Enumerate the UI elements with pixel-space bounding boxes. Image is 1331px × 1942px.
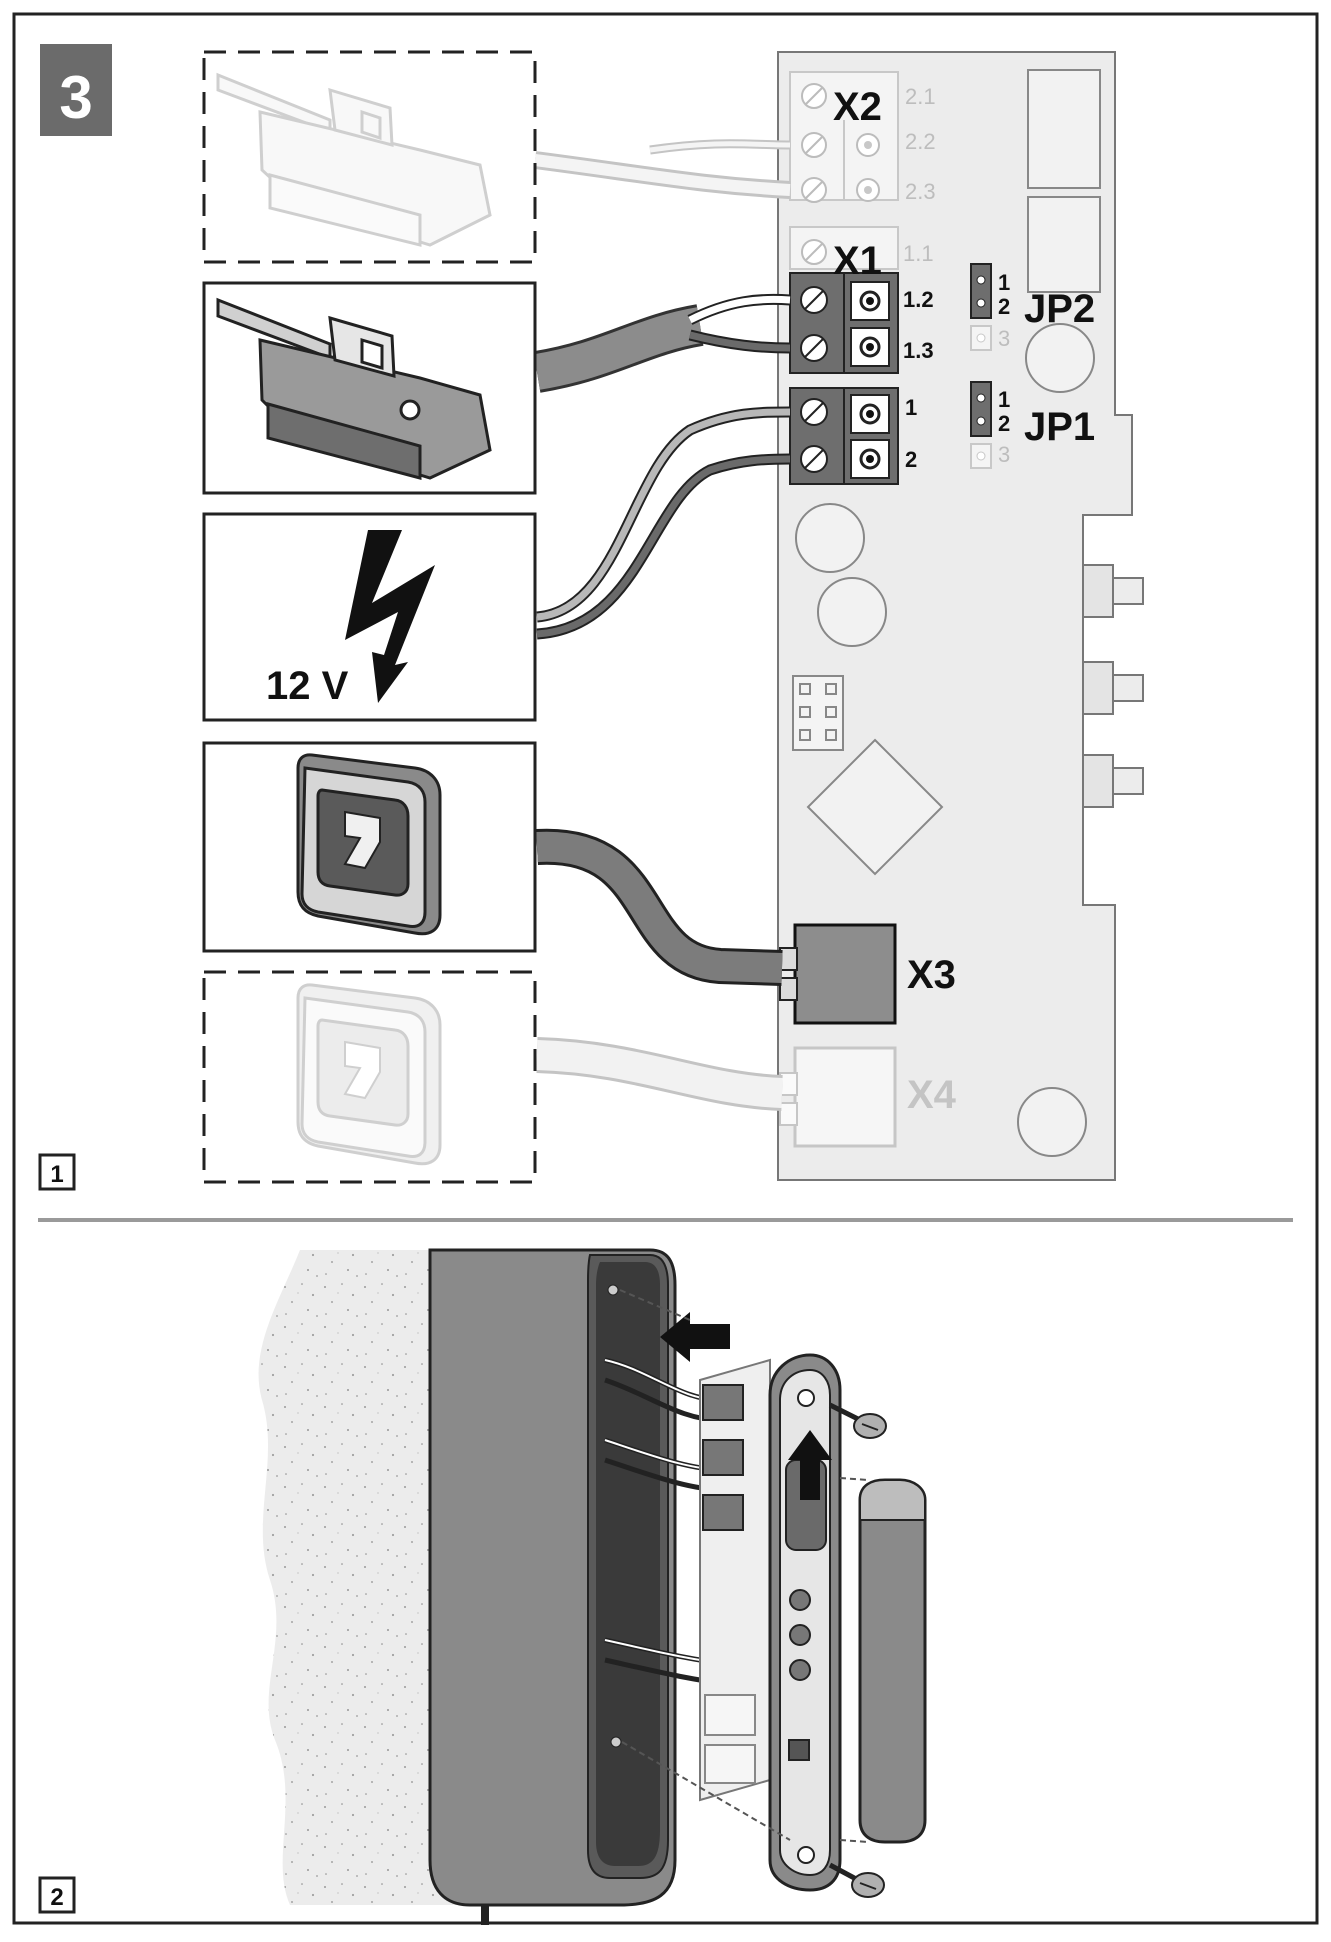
x1-pin-label: 1.1 xyxy=(903,241,934,266)
side-switch xyxy=(1082,564,1114,618)
cables xyxy=(533,139,791,1111)
lightning-icon xyxy=(345,530,435,703)
jp1-pin-label: 1 xyxy=(998,387,1010,412)
installation-illustration xyxy=(258,1248,927,1925)
capacitor xyxy=(1017,1087,1087,1157)
device-box-motor xyxy=(202,281,537,495)
terminal-x2: X2 2.1 2.2 2.3 xyxy=(789,71,936,204)
x1-pin-label: 1.2 xyxy=(903,287,934,312)
cover-cap xyxy=(858,1478,927,1844)
jp1-pin-label: 3 xyxy=(998,442,1010,467)
arrow-left-icon xyxy=(660,1312,730,1362)
figure-number-badge: 3 xyxy=(40,44,112,136)
x3-label: X3 xyxy=(907,953,956,997)
panel-number-2: 2 xyxy=(38,1876,76,1914)
x2-pin-label: 2.3 xyxy=(905,179,936,204)
device-box-fingerprint-reader-optional xyxy=(202,970,537,1184)
panel-top-number: 1 xyxy=(50,1161,63,1188)
figure-number: 3 xyxy=(59,64,92,131)
power-pin-label: 1 xyxy=(905,395,917,420)
x2-pin-label: 2.2 xyxy=(905,129,936,154)
panel-bottom-number: 2 xyxy=(50,1884,63,1911)
panel-number-1: 1 xyxy=(38,1153,76,1191)
connector-x3: X3 xyxy=(779,923,956,1025)
x4-label: X4 xyxy=(907,1073,957,1117)
terminal-blocks xyxy=(702,1384,744,1531)
jp2-pin-label: 2 xyxy=(998,294,1010,319)
capacitor xyxy=(1025,323,1095,393)
screw-icon xyxy=(828,1402,887,1439)
jp1-label: JP1 xyxy=(1024,405,1095,449)
fingerprint-reader-icon xyxy=(296,753,442,936)
capacitor xyxy=(795,503,865,573)
side-switch xyxy=(1082,661,1114,715)
pin-header xyxy=(792,675,844,751)
jumper-jp2: 1 2 3 JP2 xyxy=(970,263,1095,351)
relay xyxy=(1027,196,1101,293)
microchip xyxy=(806,738,944,876)
side-switch xyxy=(1082,754,1114,808)
terminal-x1: X1 1.1 1.2 1.3 xyxy=(789,226,934,374)
terminal-power: 1 2 xyxy=(789,387,917,485)
jp2-pin-label: 1 xyxy=(998,270,1010,295)
jp2-pin-label: 3 xyxy=(998,326,1010,351)
device-box-motor-optional xyxy=(202,50,537,264)
jp1-pin-label: 2 xyxy=(998,411,1010,436)
wall xyxy=(258,1250,460,1905)
x2-pin-label: 2.1 xyxy=(905,84,936,109)
jumper-jp1: 1 2 3 JP1 xyxy=(970,381,1095,469)
connector-x4: X4 xyxy=(779,1046,957,1148)
power-pin-label: 2 xyxy=(905,447,917,472)
x1-pin-label: 1.3 xyxy=(903,338,934,363)
jp2-label: JP2 xyxy=(1024,287,1095,331)
arrow-up-icon xyxy=(788,1430,832,1500)
device-box-power-supply: 12 V xyxy=(202,512,537,722)
voltage-label: 12 V xyxy=(266,664,349,708)
device-box-fingerprint-reader xyxy=(202,741,537,953)
relay xyxy=(1027,69,1101,189)
x1-label: X1 xyxy=(833,239,882,283)
x2-label: X2 xyxy=(833,85,882,129)
fingerprint-reader-icon xyxy=(296,983,442,1166)
screw-icon xyxy=(828,1862,885,1898)
capacitor xyxy=(817,577,887,647)
